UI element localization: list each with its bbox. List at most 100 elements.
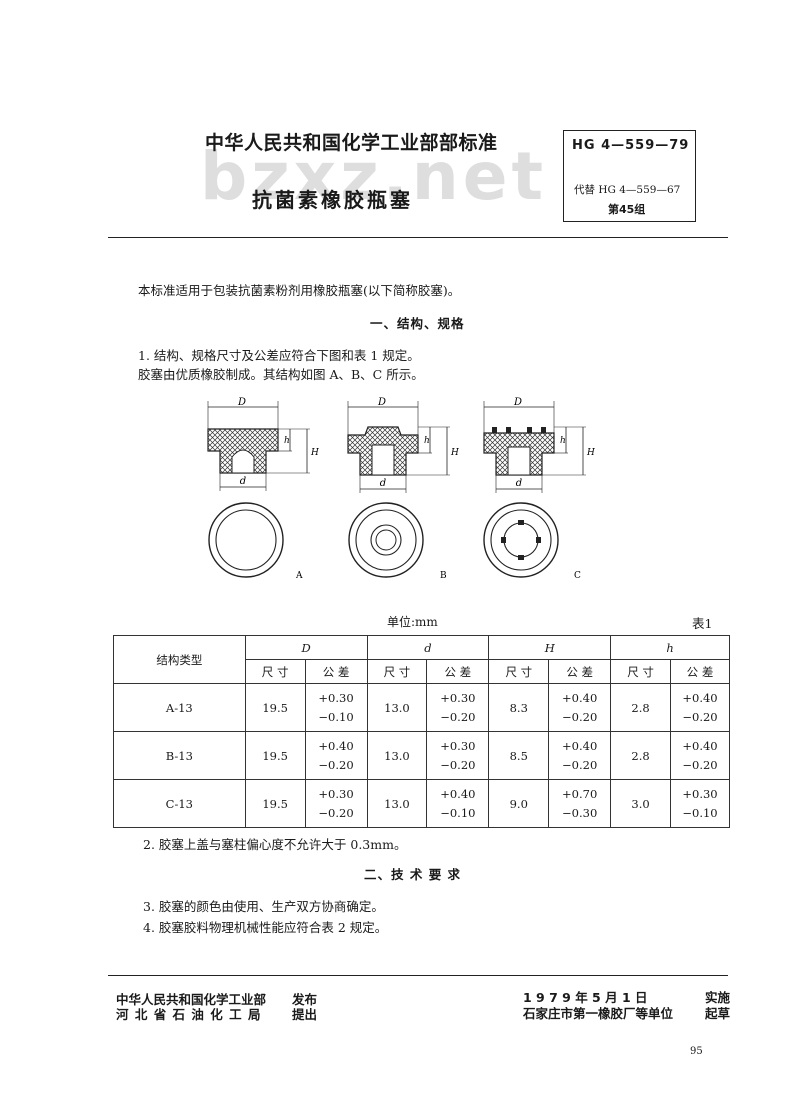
tol-lower: −0.20: [440, 757, 476, 772]
tol-upper: +0.30: [318, 690, 354, 705]
cell-tol: +0.40 −0.20: [670, 731, 730, 780]
sub-size: 尺 寸: [366, 659, 428, 684]
dim-D-b: D: [377, 397, 386, 408]
cell-tol: +0.40 −0.10: [426, 779, 490, 828]
tol-lower: −0.20: [562, 757, 598, 772]
cell-size: 13.0: [366, 731, 428, 780]
tol-lower: −0.20: [682, 709, 718, 724]
cell-tol: +0.30 −0.10: [304, 683, 368, 732]
label-c: C: [574, 571, 581, 581]
cell-size: 13.0: [366, 779, 428, 828]
drawing-b: D h H d B: [347, 397, 459, 581]
watermark: bzxz.net: [200, 138, 548, 215]
stopper-drawings: D h H d A D h H d: [207, 397, 595, 581]
cell-tol: +0.30 −0.20: [304, 779, 368, 828]
label-a: A: [295, 571, 303, 581]
cell-tol: +0.40 −0.20: [548, 683, 612, 732]
issuer-action: 发布: [292, 992, 318, 1007]
sub-tol: 公 差: [548, 659, 612, 684]
col-type: 结构类型: [113, 635, 246, 684]
cell-tol: +0.40 −0.20: [670, 683, 730, 732]
tol-upper: +0.30: [318, 786, 354, 801]
group-number: 第45组: [608, 203, 646, 216]
sub-tol: 公 差: [426, 659, 490, 684]
sub-tol: 公 差: [304, 659, 368, 684]
sub-tol: 公 差: [670, 659, 730, 684]
clause-3: 3. 胶塞的颜色由使用、生产双方协商确定。: [143, 899, 384, 914]
sub-size: 尺 寸: [610, 659, 671, 684]
cell-size: 9.0: [488, 779, 550, 828]
cell-tol: +0.40 −0.20: [548, 731, 612, 780]
tol-upper: +0.40: [682, 738, 718, 753]
tol-upper: +0.70: [562, 786, 598, 801]
standard-number: HG 4—559—79: [572, 138, 690, 153]
intro-text: 本标准适用于包装抗菌素粉剂用橡胶瓶塞(以下简称胶塞)。: [138, 283, 461, 298]
col-H: H: [488, 635, 612, 660]
tol-upper: +0.30: [682, 786, 718, 801]
drawing-a: D h H d A: [207, 397, 319, 581]
col-D: D: [244, 635, 368, 660]
col-d: d: [366, 635, 490, 660]
dim-D-a: D: [237, 397, 246, 408]
cell-size: 8.3: [488, 683, 550, 732]
cell-size: 19.5: [244, 683, 306, 732]
tol-upper: +0.40: [562, 690, 598, 705]
label-b: B: [440, 571, 447, 581]
cell-tol: +0.30−0.20: [426, 683, 490, 732]
dim-H-a: H: [310, 448, 319, 458]
clause-4: 4. 胶塞胶料物理机械性能应符合表 2 规定。: [143, 920, 388, 935]
cell-size: 2.8: [610, 731, 671, 780]
tol-lower: −0.30: [562, 805, 598, 820]
dim-d-a: d: [240, 476, 246, 487]
section-1-heading: 一、结构、规格: [370, 316, 465, 331]
replaces-note: 代替 HG 4—559—67: [574, 184, 681, 196]
tol-lower: −0.20: [318, 757, 354, 772]
header-rule: [108, 237, 728, 238]
cell-size: 19.5: [244, 731, 306, 780]
col-h: h: [610, 635, 730, 660]
cell-size: 2.8: [610, 683, 671, 732]
proposer-action: 提出: [292, 1007, 318, 1022]
dim-H-c: H: [586, 448, 595, 458]
tol-upper: +0.30: [440, 690, 476, 705]
tol-lower: −0.20: [682, 757, 718, 772]
table-header-row: 结构类型 D d H h: [113, 635, 730, 684]
tol-lower: −0.10: [318, 709, 354, 724]
org-standard-title: 中华人民共和国化学工业部部标准: [205, 132, 498, 154]
tol-lower: −0.10: [440, 805, 476, 820]
cell-size: 3.0: [610, 779, 671, 828]
cell-tol: +0.40 −0.20: [304, 731, 368, 780]
cell-size: 19.5: [244, 779, 306, 828]
table-row: B-13 19.5 +0.40−0.20 13.0 +0.30−0.20 8.5…: [113, 731, 730, 780]
dim-h-a: h: [284, 436, 290, 446]
tol-upper: +0.40: [440, 786, 476, 801]
tol-lower: −0.20: [318, 805, 354, 820]
sub-size: 尺 寸: [488, 659, 550, 684]
tol-upper: +0.40: [682, 690, 718, 705]
tol-lower: −0.20: [562, 709, 598, 724]
tol-upper: +0.40: [562, 738, 598, 753]
cell-type: B-13: [113, 731, 246, 780]
table-subheader-row: 尺 寸 公 差 尺 寸 公 差 尺 寸 公 差 尺 寸 公 差: [114, 659, 730, 684]
table-row: A-13 19.5 +0.30−0.10 13.0 +0.30−0.20 8.3…: [113, 683, 730, 732]
drafter-action: 起草: [705, 1006, 731, 1021]
drawing-c: D h H d C: [483, 397, 595, 581]
cell-type: C-13: [113, 779, 246, 828]
page-number: 95: [690, 1046, 703, 1057]
cell-size: 8.5: [488, 731, 550, 780]
spec-table: 结构类型 D d H h 尺 寸 公 差 尺 寸 公 差 尺 寸 公 差 尺 寸…: [113, 635, 730, 828]
proposer: 河 北 省 石 油 化 工 局: [116, 1007, 262, 1022]
footer-rule: [108, 975, 728, 976]
standard-number-box: [563, 130, 696, 222]
cell-size: 13.0: [366, 683, 428, 732]
clause-2: 2. 胶塞上盖与塞柱偏心度不允许大于 0.3mm。: [143, 837, 407, 852]
table-unit: 单位:mm: [387, 615, 438, 629]
dim-d-b: d: [380, 478, 386, 489]
dim-h-b: h: [424, 436, 430, 446]
sub-size: 尺 寸: [244, 659, 306, 684]
tol-upper: +0.40: [318, 738, 354, 753]
cell-tol: +0.30−0.10: [670, 779, 730, 828]
dim-d-c: d: [516, 478, 522, 489]
effective-date: 1 9 7 9 年 5 月 1 日: [523, 990, 648, 1005]
dim-H-b: H: [450, 448, 459, 458]
